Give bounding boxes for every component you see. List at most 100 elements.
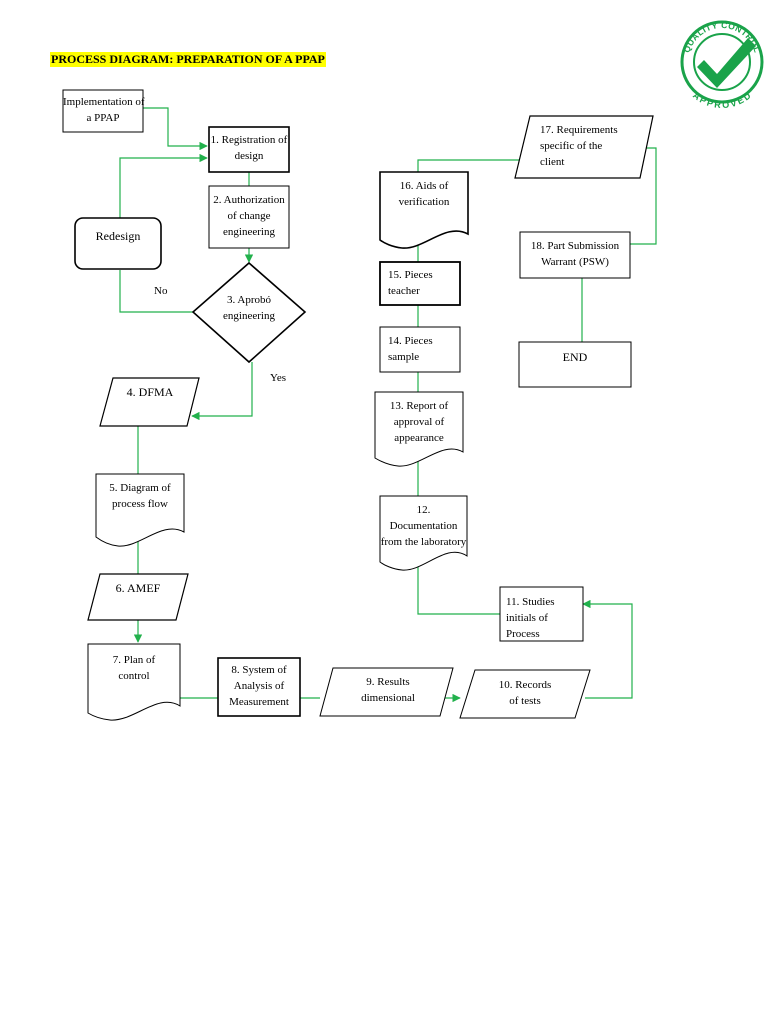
label-line: 17. Requirements xyxy=(540,124,618,136)
node-15-shape xyxy=(379,261,461,306)
label-line: 1. Registration of xyxy=(210,134,288,146)
label-line: design xyxy=(234,150,264,162)
node-15-label: 15. Pieces teacher xyxy=(380,267,448,299)
label-line: initials of xyxy=(506,612,548,624)
label-line: sample xyxy=(388,351,420,363)
node-2-shape xyxy=(208,185,290,249)
node-14-label: 14. Pieces sample xyxy=(380,333,448,365)
node-12-label: 12. Documentation from the laboratory xyxy=(380,502,467,550)
label-line: control xyxy=(118,670,150,682)
node-implementation-shape xyxy=(62,89,144,133)
node-11-shape xyxy=(499,586,584,642)
edge-10-to-11 xyxy=(582,599,633,699)
node-13-shape xyxy=(374,391,464,467)
label-line: 11. Studies xyxy=(506,596,555,608)
node-1-label: 1. Registration of design xyxy=(209,132,289,164)
node-17-shape xyxy=(514,115,654,179)
edge-redesign-to-1 xyxy=(119,153,208,218)
node-10-label: 10. Records of tests xyxy=(475,677,575,709)
edge-3-no-to-redesign xyxy=(119,270,193,313)
label-line: specific of the xyxy=(540,140,603,152)
shapes xyxy=(62,89,654,721)
label-line: from the laboratory xyxy=(380,536,467,548)
label-line: a PPAP xyxy=(86,112,120,124)
label-line: 6. AMEF xyxy=(115,581,161,595)
node-2-label: 2. Authorization of change engineering xyxy=(209,192,289,240)
node-5-label: 5. Diagram of process flow xyxy=(96,480,184,512)
label-line: engineering xyxy=(223,310,275,322)
label-line: 15. Pieces xyxy=(388,269,433,281)
node-4-shape xyxy=(99,377,200,427)
label-line: dimensional xyxy=(361,692,415,704)
diagram-title: PROCESS DIAGRAM: PREPARATION OF A PPAP xyxy=(50,52,326,67)
node-7-label: 7. Plan of control xyxy=(88,652,180,684)
checkmark-icon xyxy=(697,38,756,88)
node-13-label: 13. Report of approval of appearance xyxy=(375,398,463,446)
node-18-shape xyxy=(519,231,631,279)
node-16-label: 16. Aids of verification xyxy=(380,178,468,210)
node-6-label: 6. AMEF xyxy=(93,580,183,596)
label-line: engineering xyxy=(223,226,275,238)
node-8-shape xyxy=(217,657,301,717)
label-line: approval of xyxy=(393,416,445,428)
node-17-label: 17. Requirements specific of the client xyxy=(540,122,640,170)
label-line: verification xyxy=(398,196,450,208)
label-line: 16. Aids of xyxy=(399,180,449,192)
label-line: process flow xyxy=(112,498,168,510)
label-line: END xyxy=(562,350,588,364)
node-3-label: 3. Aprobó engineering xyxy=(205,292,293,324)
label-line: 18. Part Submission xyxy=(530,240,620,252)
label-line: Warrant (PSW) xyxy=(541,256,609,268)
node-redesign-shape xyxy=(74,217,162,270)
node-end-shape xyxy=(518,341,632,388)
edge-label-yes: Yes xyxy=(270,372,287,384)
edge-11-to-12 xyxy=(417,566,500,615)
label-line: Implementation of xyxy=(63,96,145,108)
node-9-shape xyxy=(319,667,454,717)
label-line: 8. System of xyxy=(231,664,287,676)
node-3-shape xyxy=(191,261,307,364)
node-redesign-label: Redesign xyxy=(75,228,161,244)
edge-label-no: No xyxy=(154,285,168,297)
node-7-shape xyxy=(87,643,181,721)
label-line: Process xyxy=(506,628,540,640)
edge-17-to-18 xyxy=(630,147,657,245)
node-12-shape xyxy=(379,495,468,571)
label-line: teacher xyxy=(388,285,420,297)
node-14-shape xyxy=(379,326,461,373)
node-16-shape xyxy=(379,171,469,249)
label-line: 10. Records xyxy=(498,679,552,691)
node-8-label: 8. System of Analysis of Measurement xyxy=(218,662,300,710)
label-line: of tests xyxy=(509,695,541,707)
label-line: Redesign xyxy=(95,229,141,243)
node-end-label: END xyxy=(519,349,631,365)
node-implementation-label: Implementation of a PPAP xyxy=(63,94,145,126)
edge-3-yes-to-4 xyxy=(191,362,253,421)
node-6-shape xyxy=(87,573,189,621)
node-10-shape xyxy=(459,669,591,719)
label-line: of change xyxy=(227,210,271,222)
label-line: 3. Aprobó xyxy=(227,294,271,306)
node-5-shape xyxy=(95,473,185,547)
label-line: 13. Report of xyxy=(389,400,449,412)
node-4-label: 4. DFMA xyxy=(105,384,195,400)
label-line: Measurement xyxy=(229,696,289,708)
edge-16-to-17 xyxy=(417,159,523,172)
label-line: Analysis of xyxy=(233,680,285,692)
label-line: 4. DFMA xyxy=(126,385,174,399)
label-line: 12. xyxy=(416,504,431,516)
edge-implementation-to-1 xyxy=(143,107,208,151)
label-line: 2. Authorization xyxy=(213,194,285,206)
label-line: client xyxy=(540,156,565,168)
label-line: 5. Diagram of xyxy=(109,482,171,494)
label-line: 7. Plan of xyxy=(112,654,156,666)
node-1-shape xyxy=(208,126,290,173)
node-11-label: 11. Studies initials of Process xyxy=(500,594,566,642)
label-line: 14. Pieces xyxy=(388,335,433,347)
quality-control-badge: QUALITY CONTROL APPROVED xyxy=(680,20,764,110)
label-line: appearance xyxy=(394,432,444,444)
label-line: Documentation xyxy=(389,520,458,532)
